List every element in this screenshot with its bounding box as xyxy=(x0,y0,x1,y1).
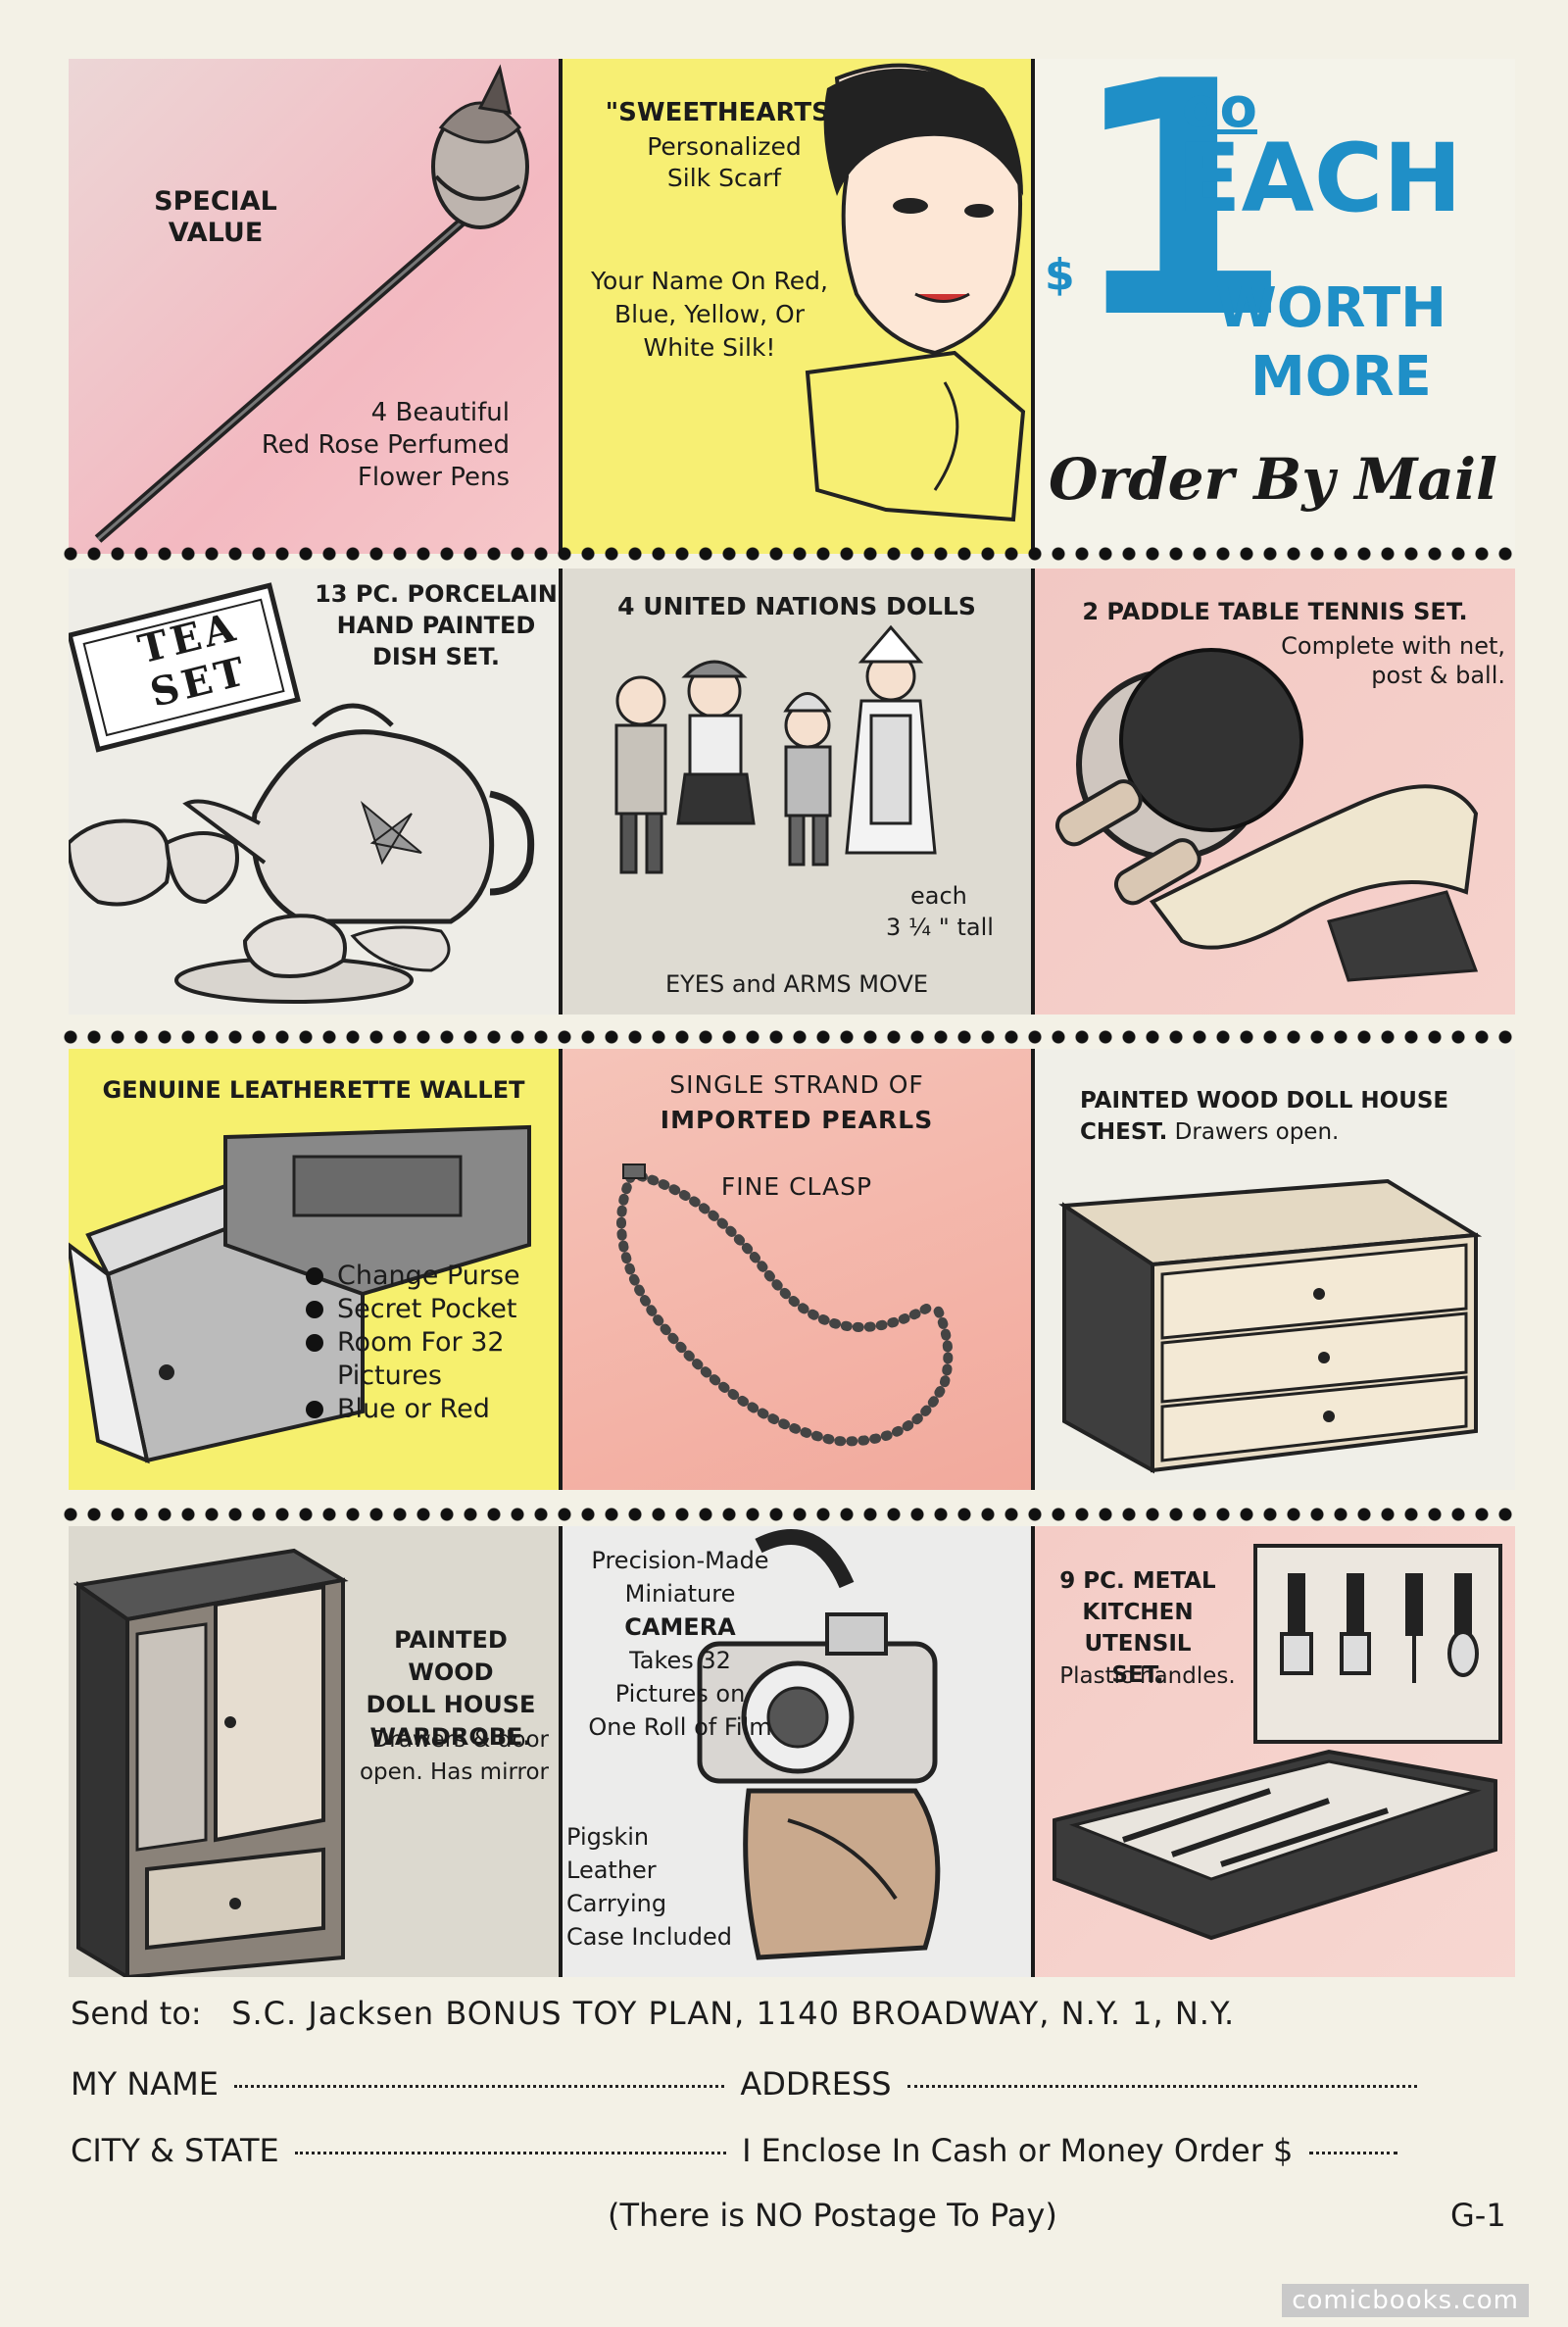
divider xyxy=(559,569,563,1015)
dotted-divider xyxy=(59,544,1519,564)
send-to-row: Send to: S.C. Jacksen BONUS TOY PLAN, 11… xyxy=(71,1995,1235,2032)
price-panel: $ 1 oo EACH WORTH MORE Order By Mail xyxy=(1035,59,1515,554)
divider xyxy=(559,1526,563,1977)
dolls-tall: 3 ¼ " tall xyxy=(886,914,994,941)
chest-title: PAINTED WOOD DOLL HOUSE xyxy=(1080,1088,1449,1114)
wallet-feature: Pictures xyxy=(337,1361,442,1391)
dollar-sign: $ xyxy=(1045,250,1075,300)
pearls-line3: FINE CLASP xyxy=(720,1172,873,1201)
dolls-panel: 4 UNITED NATIONS DOLLS each 3 ¼ " tall E… xyxy=(563,569,1031,1015)
tennis-title: 2 PADDLE TABLE TENNIS SET. xyxy=(1082,598,1468,625)
chest-panel: PAINTED WOOD DOLL HOUSE CHEST. Drawers o… xyxy=(1035,1049,1515,1490)
price-more: MORE xyxy=(1250,345,1432,409)
watermark: comicbooks.com xyxy=(1282,2284,1529,2317)
wallet-feature: Room For 32 xyxy=(304,1326,520,1360)
postage-row: (There is NO Postage To Pay) xyxy=(608,2197,1057,2234)
chest-subtitle: CHEST. Drawers open. xyxy=(1080,1119,1340,1145)
divider xyxy=(559,59,563,554)
pearls-line2: IMPORTED PEARLS xyxy=(660,1106,934,1134)
postage-note: (There is NO Postage To Pay) xyxy=(608,2197,1057,2234)
tea-set-illustration xyxy=(69,582,535,1004)
price-worth: WORTH xyxy=(1216,276,1447,340)
wallet-title: GENUINE LEATHERETTE WALLET xyxy=(102,1076,525,1104)
dolls-illustration xyxy=(614,624,937,874)
wallet-feature: Change Purse xyxy=(304,1260,520,1293)
divider xyxy=(1031,1526,1035,1977)
send-to-address: S.C. Jacksen BONUS TOY PLAN, 1140 BROADW… xyxy=(231,1995,1236,2032)
dolls-eyes: EYES and ARMS MOVE xyxy=(664,970,929,998)
dolls-title: 4 UNITED NATIONS DOLLS xyxy=(617,592,976,620)
order-by-mail: Order By Mail xyxy=(1049,446,1498,513)
pen-title: SPECIAL VALUE xyxy=(154,186,277,248)
tennis-panel: 2 PADDLE TABLE TENNIS SET. Complete with… xyxy=(1035,569,1515,1015)
pearls-panel: SINGLE STRAND OF IMPORTED PEARLS FINE CL… xyxy=(563,1049,1031,1490)
address-field[interactable] xyxy=(906,2084,1417,2088)
pearls-line1: SINGLE STRAND OF xyxy=(669,1070,924,1099)
divider xyxy=(559,1049,563,1490)
order-form: Send to: S.C. Jacksen BONUS TOY PLAN, 11… xyxy=(0,1995,1568,2318)
wallet-illustration xyxy=(69,1124,531,1464)
tennis-desc: Complete with net,post & ball. xyxy=(1281,632,1505,689)
divider xyxy=(1031,569,1035,1015)
tennis-illustration xyxy=(1054,648,1479,982)
dolls-each: each xyxy=(910,882,967,910)
wallet-panel: GENUINE LEATHERETTE WALLET Change Purse … xyxy=(69,1049,559,1490)
page-code: G-1 xyxy=(1450,2197,1506,2234)
rose-pen-illustration xyxy=(94,64,529,543)
city-enclose-row: CITY & STATE I Enclose In Cash or Money … xyxy=(71,2132,1403,2169)
kitchen-desc: Plastic handles. xyxy=(1059,1663,1236,1689)
wallet-feature: Secret Pocket xyxy=(304,1293,520,1326)
city-state-label: CITY & STATE xyxy=(71,2132,279,2169)
dotted-divider xyxy=(59,1027,1519,1047)
wardrobe-illustration xyxy=(73,1548,349,1977)
enclose-label: I Enclose In Cash or Money Order $ xyxy=(742,2132,1294,2169)
scarf-title: "SWEETHEARTS" xyxy=(605,98,844,127)
chest-illustration xyxy=(1058,1178,1483,1474)
dotted-divider xyxy=(59,1505,1519,1524)
city-state-field[interactable] xyxy=(294,2151,726,2154)
send-to-label: Send to: xyxy=(71,1995,202,2032)
address-label: ADDRESS xyxy=(740,2065,892,2103)
woman-scarf-illustration xyxy=(805,63,1026,522)
price-cents: oo xyxy=(1182,76,1257,140)
divider xyxy=(1031,59,1035,554)
amount-field[interactable] xyxy=(1308,2151,1397,2154)
my-name-label: MY NAME xyxy=(71,2065,219,2103)
price-each: EACH xyxy=(1177,124,1462,233)
wallet-feature: Blue or Red xyxy=(304,1393,520,1426)
pearl-necklace-illustration xyxy=(616,1164,954,1447)
code-row: G-1 xyxy=(1450,2197,1506,2234)
wallet-features: Change Purse Secret Pocket Room For 32 P… xyxy=(304,1260,520,1426)
kitchen-illustration xyxy=(1053,1544,1502,1941)
name-address-row: MY NAME ADDRESS xyxy=(71,2065,1423,2103)
my-name-field[interactable] xyxy=(234,2084,725,2088)
camera-illustration xyxy=(697,1529,941,1960)
price-one: 1 xyxy=(1068,59,1294,389)
divider xyxy=(1031,1049,1035,1490)
